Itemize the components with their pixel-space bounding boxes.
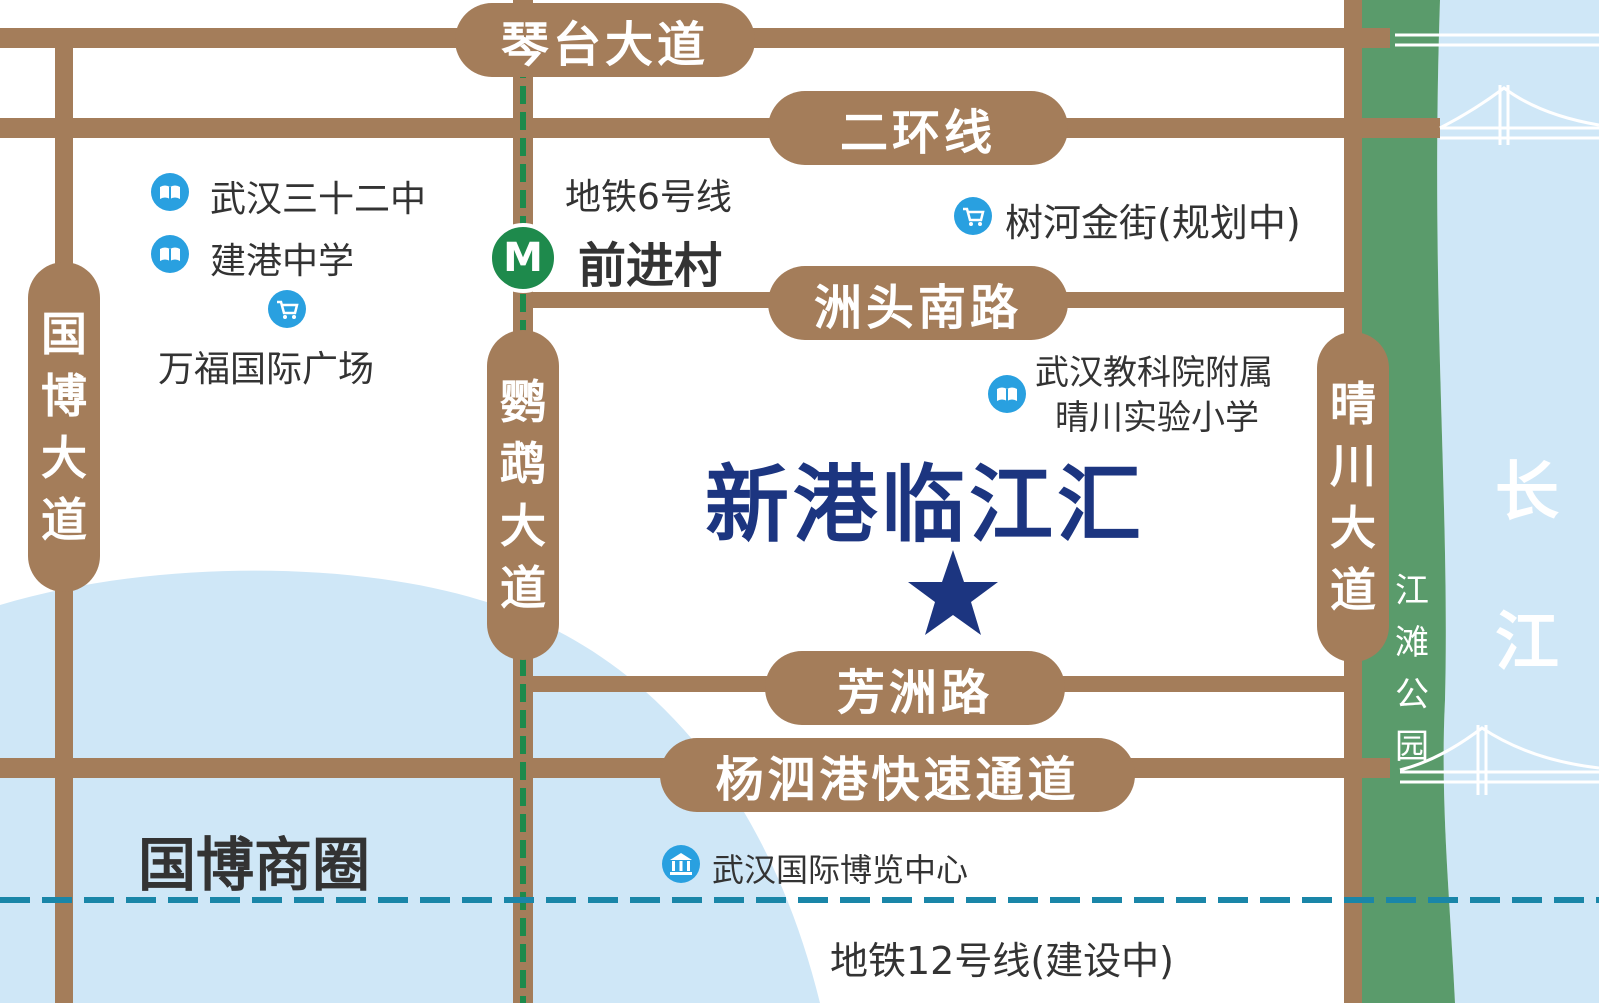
road-label-yingwu-2: 鹉 xyxy=(500,437,546,491)
road-label-qingchuan-2: 川 xyxy=(1330,439,1376,493)
road-label-guobo-1: 国 xyxy=(41,307,87,361)
area-changjiang-1: 长 xyxy=(1495,456,1559,530)
road-label-guobo: 国 博 大 道 xyxy=(28,262,100,592)
road-label-qintai: 琴台大道 xyxy=(455,3,755,77)
road-label-zhoutou: 洲头南路 xyxy=(768,266,1068,340)
star-icon xyxy=(908,550,998,635)
metro-line-12-label: 地铁12号线(建设中) xyxy=(830,939,1175,983)
metro-station-qianjin: 前进村 xyxy=(578,238,723,294)
poi-wanfu: 万福国际广场 xyxy=(158,349,375,390)
road-label-yingwu-4: 道 xyxy=(500,561,546,615)
road-label-yingwu-1: 鹦 xyxy=(500,375,546,429)
poi-jky-line1: 武汉教科院附属 xyxy=(1035,353,1273,393)
road-label-guobo-3: 大 xyxy=(41,431,87,485)
school-book-icon xyxy=(151,235,189,273)
road-label-qingchuan-3: 大 xyxy=(1330,501,1376,555)
school-book-icon xyxy=(151,173,189,211)
metro-line-6-label: 地铁6号线 xyxy=(565,177,732,218)
riverside-park xyxy=(1360,0,1455,1003)
road-label-yingwu: 鹦 鹉 大 道 xyxy=(487,330,559,660)
area-beach-park-2: 滩 xyxy=(1395,623,1429,663)
poi-expo: 武汉国际博览中心 xyxy=(712,851,969,889)
area-beach-park: 江 滩 公 园 xyxy=(1395,565,1429,773)
road-label-guobo-2: 博 xyxy=(41,369,87,423)
road-label-yingwu-3: 大 xyxy=(500,499,546,553)
road-label-yangsi: 杨泗港快速通道 xyxy=(660,738,1135,812)
road-label-fangzhou: 芳洲路 xyxy=(765,651,1065,725)
road-label-qingchuan: 晴 川 大 道 xyxy=(1317,332,1389,662)
school-book-icon xyxy=(988,375,1026,413)
area-changjiang: 长 江 xyxy=(1495,418,1559,718)
museum-building-icon xyxy=(662,845,700,883)
road-label-qingchuan-1: 晴 xyxy=(1330,377,1376,431)
project-name: 新港临江汇 xyxy=(705,456,1146,554)
bridge-top xyxy=(1395,33,1599,145)
metro-m-icon: M xyxy=(488,223,558,293)
road-label-erhuan: 二环线 xyxy=(768,91,1068,165)
poi-jky-line2: 晴川实验小学 xyxy=(1055,398,1259,438)
area-guobo-circle: 国博商圈 xyxy=(138,831,371,899)
poi-shuhe: 树河金街(规划中) xyxy=(1005,201,1301,245)
road-erhuan xyxy=(0,118,1440,138)
area-changjiang-2: 江 xyxy=(1495,606,1559,680)
road-label-guobo-4: 道 xyxy=(41,493,87,547)
poi-jiangang: 建港中学 xyxy=(210,241,355,282)
road-label-qingchuan-4: 道 xyxy=(1330,563,1376,617)
area-beach-park-3: 公 xyxy=(1395,675,1429,715)
poi-school32: 武汉三十二中 xyxy=(210,179,427,220)
area-beach-park-4: 园 xyxy=(1395,727,1429,767)
bridge-bottom xyxy=(1399,725,1599,795)
shopping-cart-icon xyxy=(954,197,992,235)
area-beach-park-1: 江 xyxy=(1395,571,1429,611)
shopping-cart-icon xyxy=(268,290,306,328)
